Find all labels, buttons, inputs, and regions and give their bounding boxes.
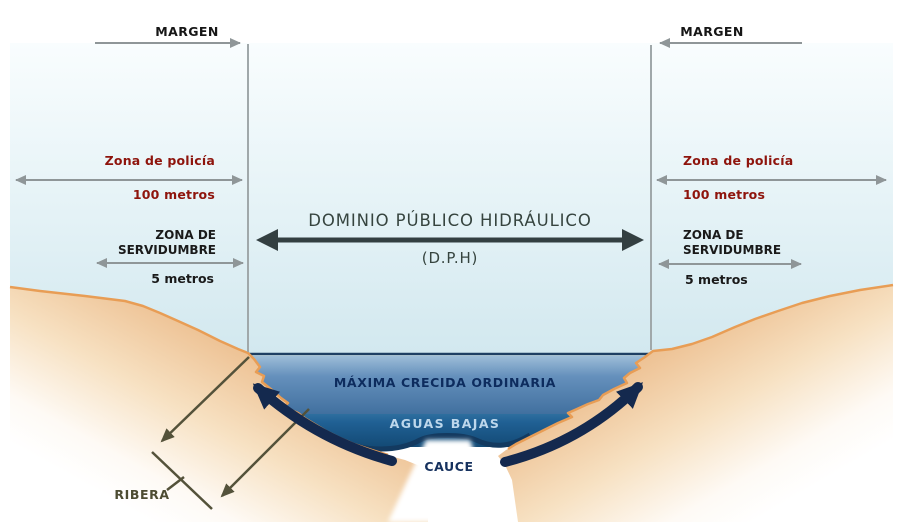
bank-arrow-left — [252, 383, 397, 466]
dph-arrowhead-right — [622, 229, 644, 251]
servidumbre-left-line2: SERVIDUMBRE — [117, 243, 216, 257]
policia-label-right: Zona de policía — [683, 153, 794, 168]
servidumbre-left-line1: ZONA DE — [155, 228, 216, 242]
bank-arrow-right — [500, 382, 643, 467]
ribera-arrow-lower — [220, 408, 310, 498]
dph-abbreviation: (D.P.H) — [421, 249, 479, 267]
policia-label-left: Zona de policía — [104, 153, 215, 168]
policia-distance-right: 100 metros — [683, 187, 766, 202]
servidumbre-right-line1: ZONA DE — [683, 228, 744, 242]
servidumbre-right-line2: SERVIDUMBRE — [683, 243, 782, 257]
ribera-label: RIBERA — [114, 487, 170, 502]
servidumbre-distance-left: 5 metros — [151, 271, 214, 286]
margen-label-right: MARGEN — [680, 24, 744, 39]
terrain-right — [498, 285, 893, 522]
margen-label-left: MARGEN — [155, 24, 219, 39]
policia-distance-left: 100 metros — [132, 187, 215, 202]
ribera-bracket-line — [151, 451, 213, 510]
aguas-bajas-label: AGUAS BAJAS — [389, 416, 501, 431]
cauce-label: CAUCE — [424, 459, 474, 474]
servidumbre-label-left: ZONA DE SERVIDUMBRE — [56, 228, 216, 258]
ribera-label-tick — [166, 476, 185, 491]
water-bottom-edge — [336, 432, 532, 452]
servidumbre-label-right: ZONA DE SERVIDUMBRE — [683, 228, 863, 258]
terrain-right-edge — [507, 283, 894, 451]
terrain-left — [10, 287, 428, 522]
dph-title: DOMINIO PÚBLICO HIDRÁULICO — [308, 211, 592, 230]
cauce-wedge — [388, 440, 500, 522]
maxima-crecida-label: MÁXIMA CRECIDA ORDINARIA — [333, 375, 557, 390]
sky-panel — [10, 43, 893, 356]
dph-arrowhead-left — [256, 229, 278, 251]
servidumbre-distance-right: 5 metros — [685, 272, 748, 287]
ribera-arrow-upper — [160, 356, 250, 443]
